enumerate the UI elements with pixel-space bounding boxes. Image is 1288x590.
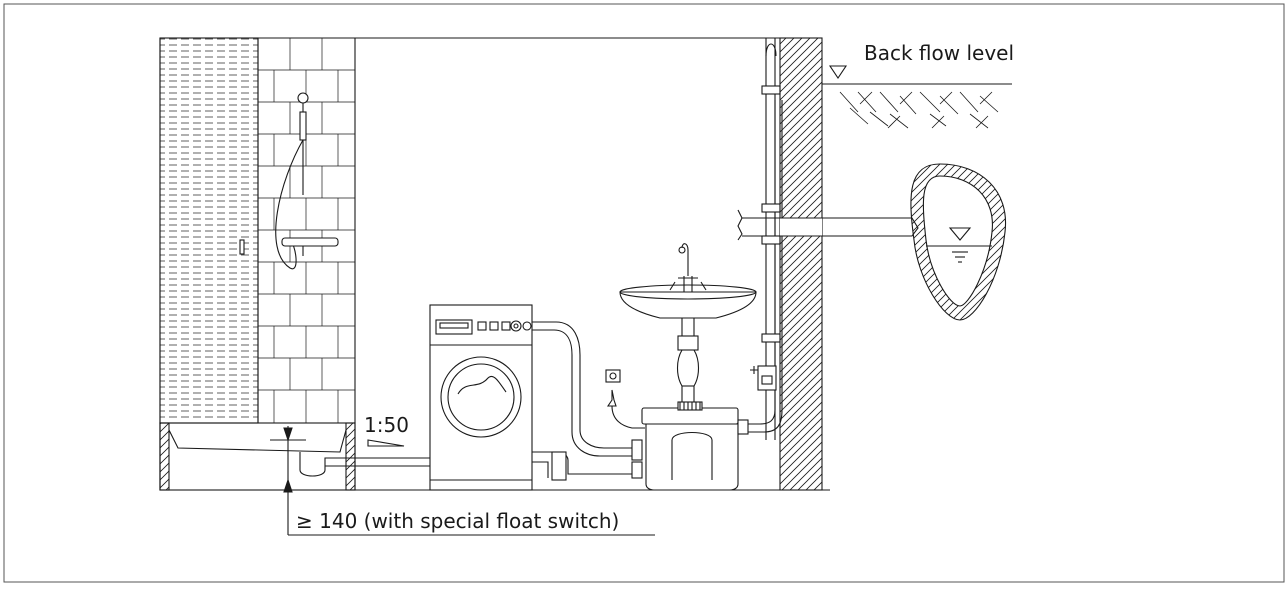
backflow-marker	[828, 65, 848, 79]
shower-glass-panel	[159, 37, 259, 424]
outer-border	[3, 3, 1285, 583]
ground	[822, 65, 1012, 129]
slope-arrow	[367, 439, 405, 447]
lifting-unit	[641, 100, 783, 491]
sewer-channel	[910, 163, 1007, 321]
riser-pipe	[750, 38, 781, 440]
power-socket	[605, 369, 645, 429]
clearance-dimension	[270, 426, 655, 536]
shower-cabin	[159, 37, 432, 491]
washing-machine	[429, 304, 533, 491]
wash-basin	[619, 243, 757, 407]
backflow-label: Back flow level	[864, 41, 1014, 65]
building-wall	[779, 37, 823, 491]
wall-tiles	[258, 38, 355, 423]
shower-tray	[159, 422, 432, 491]
washer-hose	[532, 321, 642, 449]
slope-label: 1:50	[364, 413, 409, 437]
clearance-label: ≥ 140 (with special float switch)	[296, 509, 619, 533]
sewer-pipe	[737, 209, 919, 241]
shower-fittings	[239, 92, 339, 270]
